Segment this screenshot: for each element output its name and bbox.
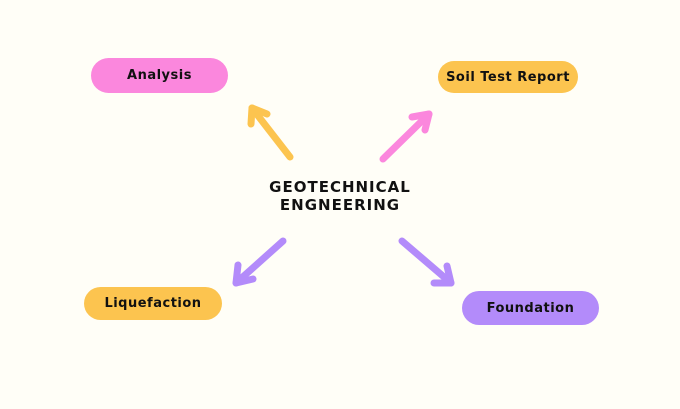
- node-soil-test-report[interactable]: Soil Test Report: [438, 61, 578, 93]
- arrow-to-liquefaction-icon: [232, 237, 287, 287]
- central-topic-line2: ENGNEERING: [279, 196, 401, 214]
- arrow-to-analysis-icon: [247, 104, 294, 161]
- node-analysis[interactable]: Analysis: [91, 58, 228, 93]
- node-soil-test-report-label: Soil Test Report: [446, 69, 570, 85]
- node-analysis-label: Analysis: [127, 68, 192, 83]
- node-foundation[interactable]: Foundation: [462, 291, 599, 325]
- central-topic: GEOTECHNICAL ENGNEERING: [240, 178, 440, 214]
- node-foundation-label: Foundation: [486, 300, 575, 316]
- node-liquefaction-label: Liquefaction: [104, 296, 202, 311]
- arrow-to-foundation-icon: [398, 237, 455, 287]
- arrow-to-soil-test-report-icon: [379, 110, 433, 163]
- node-liquefaction[interactable]: Liquefaction: [84, 287, 222, 320]
- central-topic-line1: GEOTECHNICAL: [269, 178, 411, 196]
